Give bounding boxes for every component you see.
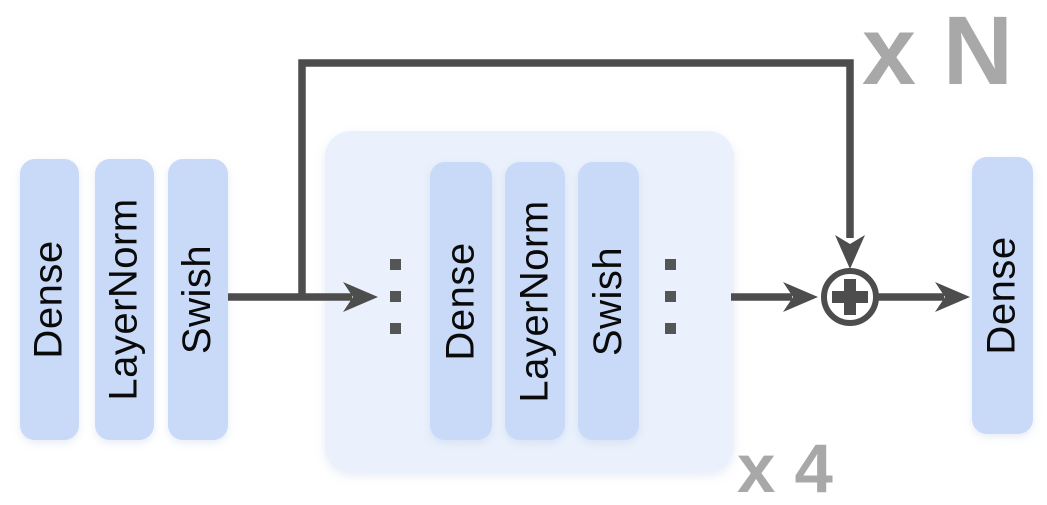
block-label: LayerNorm	[512, 199, 557, 403]
skip-arrowhead-icon	[835, 235, 865, 269]
group-block-swish: Swish	[578, 162, 639, 440]
block-label: Swish	[175, 244, 220, 355]
group-block-dense: Dense	[430, 162, 492, 440]
residual-add-node	[821, 268, 879, 326]
outer-repeat-label: x N	[862, 0, 1013, 105]
block-label: Dense	[438, 241, 483, 361]
block-label: Swish	[586, 246, 631, 356]
block-label: Dense	[980, 236, 1024, 355]
output-arrowhead-icon	[935, 282, 970, 312]
block-label: LayerNorm	[102, 198, 146, 401]
block-label: Dense	[27, 240, 71, 359]
input-block-swish: Swish	[168, 159, 228, 440]
output-block-dense: Dense	[972, 157, 1033, 434]
add-circle	[821, 268, 879, 326]
group-output-arrowhead-icon	[783, 282, 818, 312]
input-block-dense: Dense	[20, 159, 79, 440]
plus-icon	[832, 279, 868, 315]
group-block-layernorm: LayerNorm	[505, 162, 565, 440]
input-block-layernorm: LayerNorm	[95, 159, 154, 440]
group-repeat-label: x 4	[737, 430, 833, 505]
